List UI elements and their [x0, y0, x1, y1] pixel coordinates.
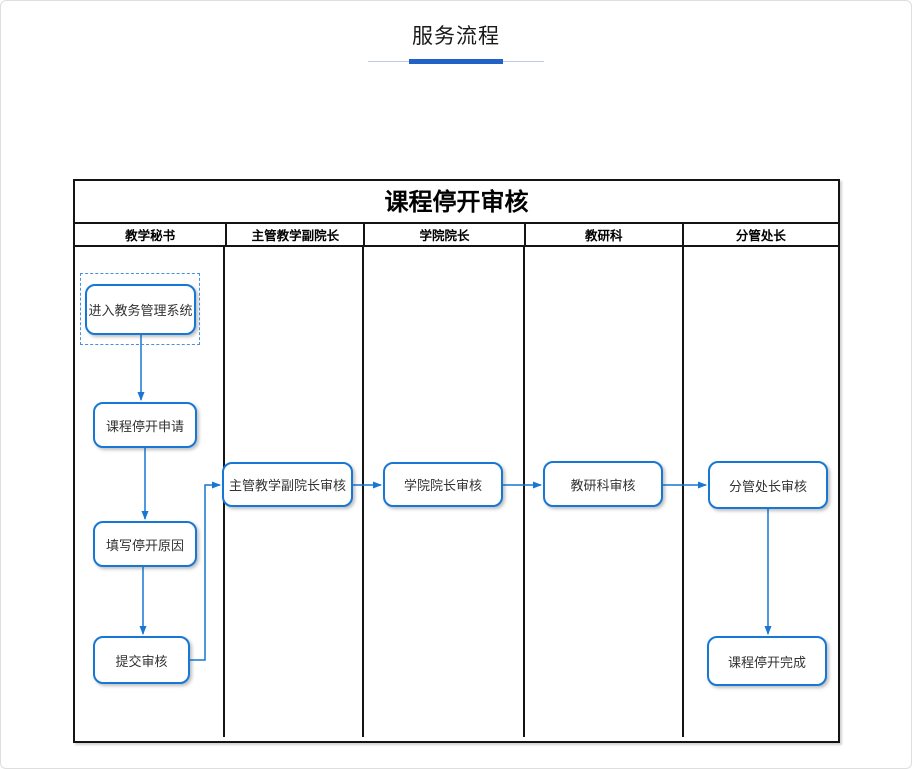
flowchart-title: 课程停开审核 — [75, 181, 838, 224]
title-underline-decoration — [368, 59, 544, 64]
lane-header-division-director: 分管处长 — [681, 224, 838, 245]
node-fill-reason[interactable]: 填写停开原因 — [93, 521, 197, 567]
selection-outline — [80, 273, 200, 345]
lane-divider — [362, 247, 364, 737]
lane-header-vice-dean: 主管教学副院长 — [225, 224, 363, 245]
underline-accent-bar — [409, 59, 503, 64]
flowchart-table: 课程停开审核 教学秘书 主管教学副院长 学院院长 教研科 分管处长 — [73, 179, 840, 743]
lane-divider — [523, 247, 525, 737]
lane-divider — [682, 247, 684, 737]
node-enter-system[interactable]: 进入教务管理系统 — [85, 284, 196, 335]
node-course-stop-complete[interactable]: 课程停开完成 — [707, 636, 827, 686]
lane-header-teaching-secretary: 教学秘书 — [125, 229, 176, 243]
node-college-dean-review[interactable]: 学院院长审核 — [383, 462, 503, 507]
lane-header-research-section: 教研科 — [523, 224, 682, 245]
node-submit-review[interactable]: 提交审核 — [93, 636, 190, 684]
connector-submit-to-vice-dean — [190, 481, 221, 661]
page-title: 服务流程 — [412, 25, 500, 48]
lane-header-college-dean: 学院院长 — [363, 224, 523, 245]
node-vice-dean-review[interactable]: 主管教学副院长审核 — [222, 462, 353, 507]
page-header: 服务流程 — [1, 1, 911, 64]
node-division-director-review[interactable]: 分管处长审核 — [708, 461, 828, 509]
flowchart-body: 进入教务管理系统 课程停开申请 填写停开原因 提交审核 主管教学副院长审核 学院… — [75, 247, 838, 737]
node-course-stop-apply[interactable]: 课程停开申请 — [93, 402, 197, 448]
lane-header-row: 教学秘书 主管教学副院长 学院院长 教研科 分管处长 — [75, 224, 838, 247]
node-research-section-review[interactable]: 教研科审核 — [543, 461, 663, 507]
